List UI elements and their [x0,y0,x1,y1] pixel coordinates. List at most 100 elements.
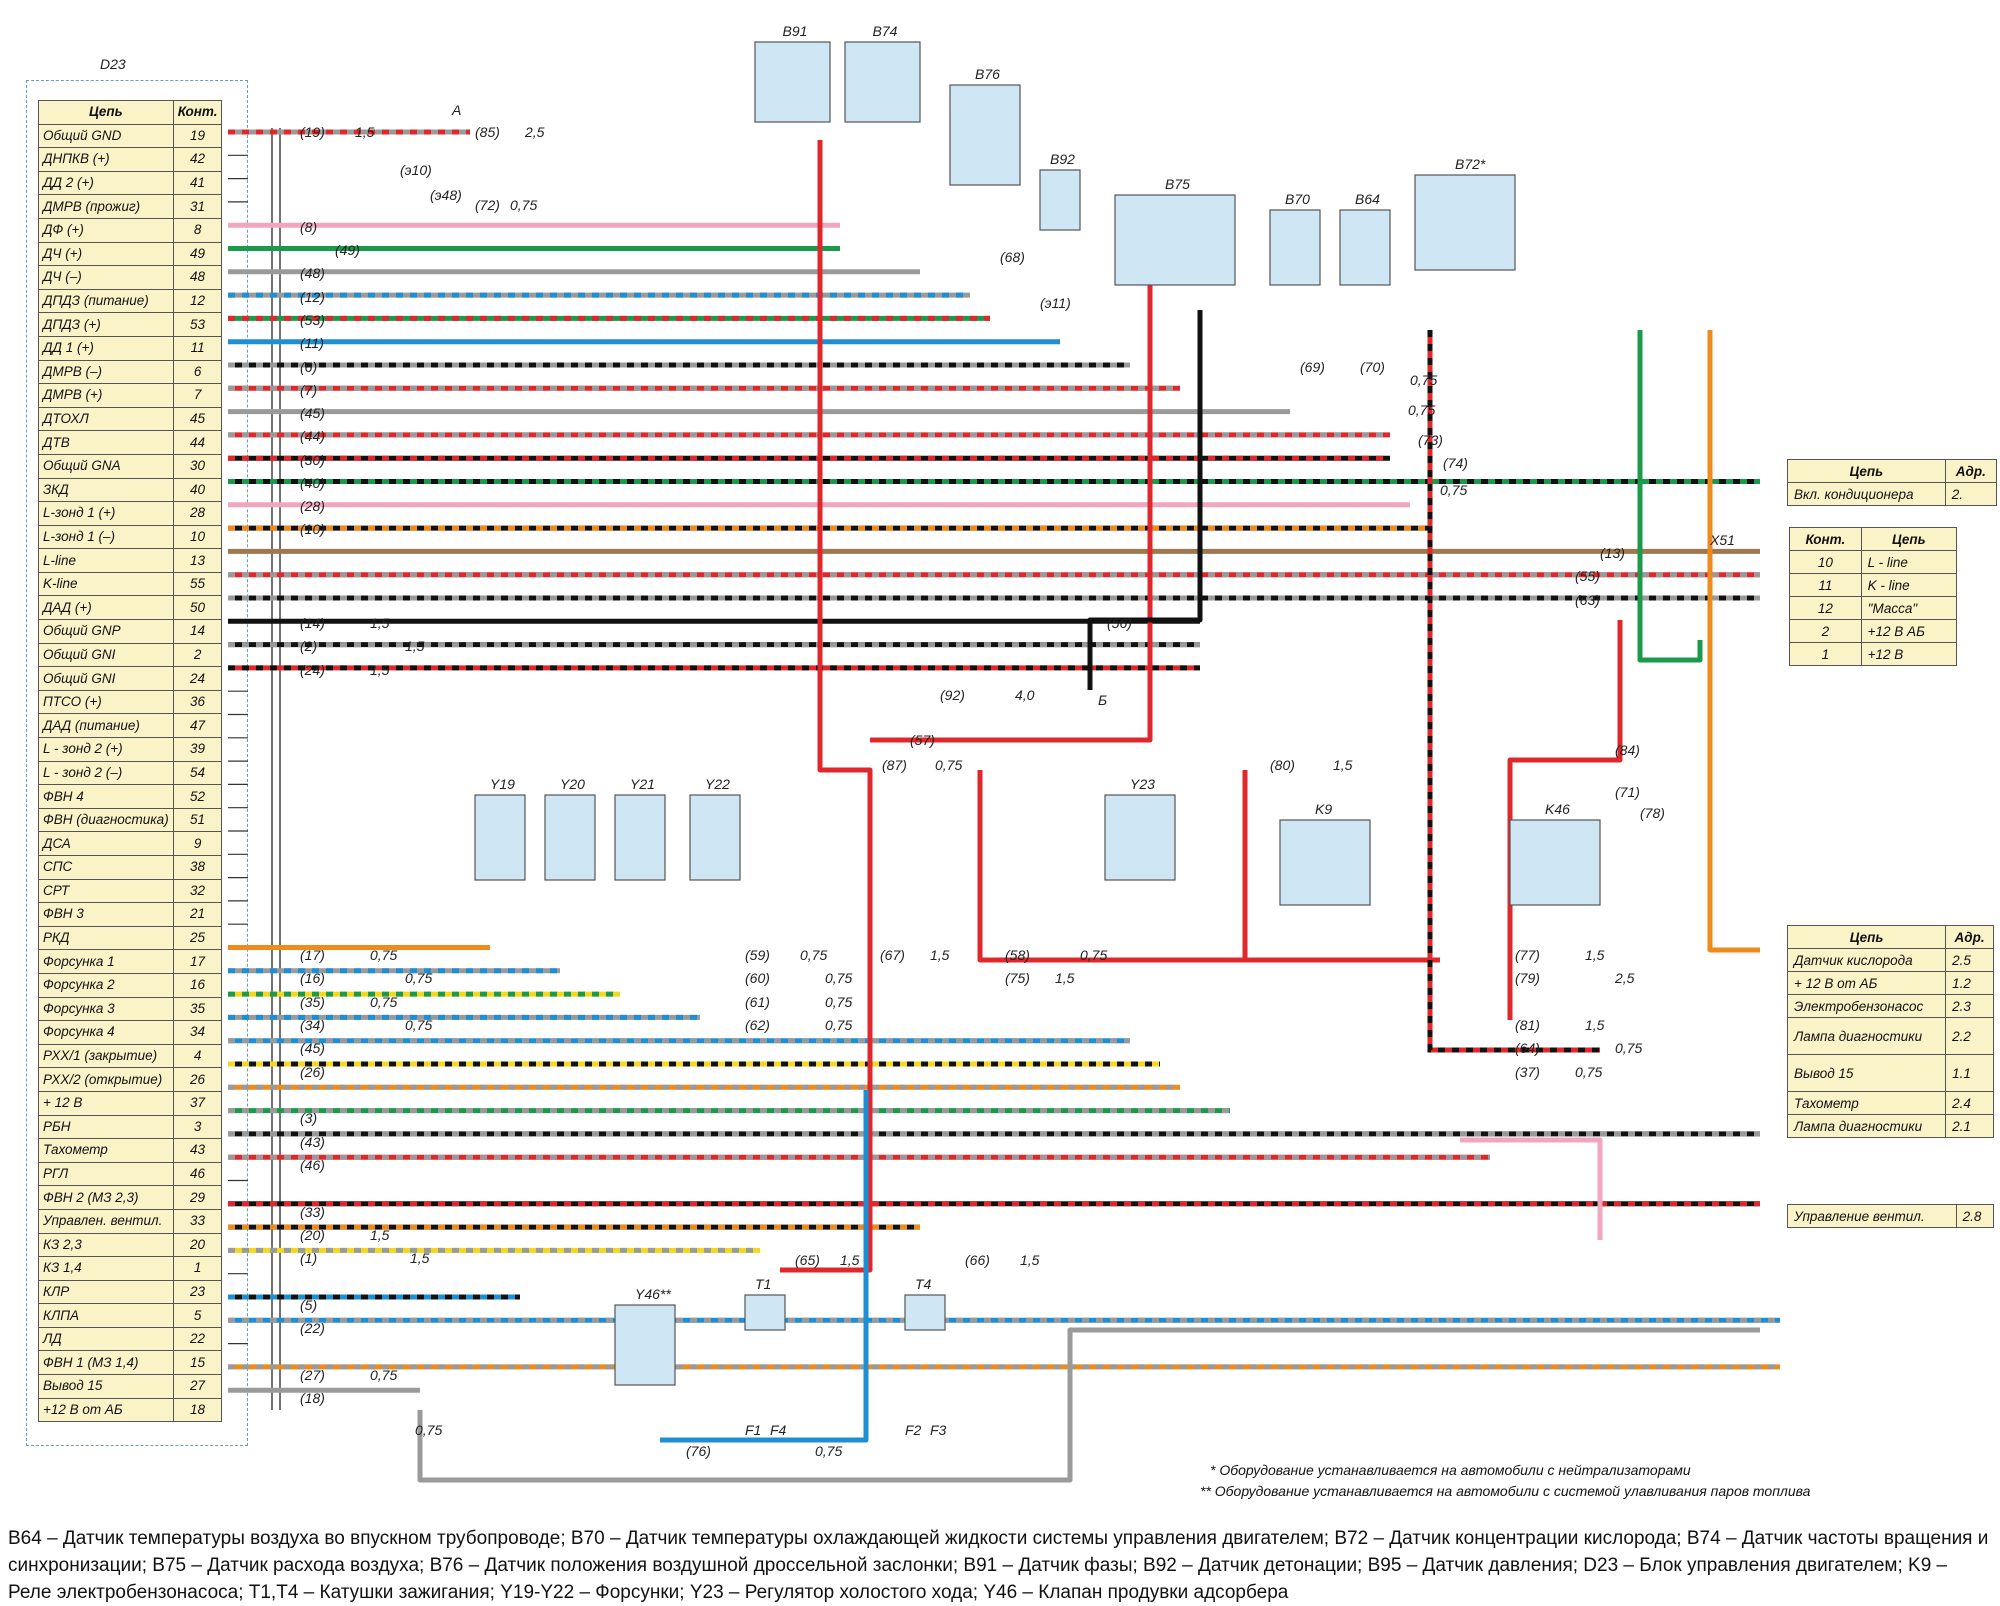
component-b91 [754,41,831,123]
d23-row-pin: 16 [172,972,223,998]
wire-label: (17) [300,947,325,963]
wire-pink-k46 [1460,1137,1603,1240]
d23-row-pin: 41 [172,170,223,196]
wire-label: 0,75 [1440,482,1467,498]
outputs-row-name: Лампа диагностики [1786,1114,1947,1138]
wire-label: (76) [686,1443,711,1459]
outputs-row-addr: 1.1 [1945,1054,1994,1092]
d23-row-circuit: ФВН 2 (МЗ 2,3) [38,1185,174,1210]
wire-label: 1,5 [405,638,425,654]
wire-label: (5) [300,1297,317,1313]
table-fan: Управление вентил.2.8 [1787,1204,1995,1228]
wire-label: (46) [300,1157,325,1173]
d23-row-pin: 25 [172,925,223,951]
wire-label: 2,5 [524,124,545,140]
d23-row: ДФ (+)8 [38,217,223,243]
component-y23 [1104,794,1176,881]
d23-row-pin: 7 [172,383,223,408]
d23-row: L-зонд 1 (–)10 [38,524,223,550]
wire-label: (10) [300,521,325,537]
d23-row: ФВН 2 (МЗ 2,3)29 [38,1185,223,1210]
wire-label: (40) [300,475,325,491]
wire-label: (61) [745,994,770,1010]
wire-label: (3) [300,1110,317,1126]
d23-row-circuit: Общий GNP [38,619,174,644]
wire-label: (37) [1515,1064,1540,1080]
wire-label: (79) [1515,970,1540,986]
wire-73 [1427,330,1600,1053]
d23-outline [26,80,248,1446]
d23-row-pin: 4 [172,1043,223,1069]
wire-label: (62) [745,1017,770,1033]
d23-row-circuit: Вывод 15 [38,1374,174,1399]
wire-label: (55) [1575,568,1600,584]
wire-label: 1,5 [1333,757,1353,773]
x51-row-circuit: +12 В АБ [1860,619,1958,643]
wire-71 [1637,330,1703,663]
d23-row-circuit: Форсунка 4 [38,1020,174,1045]
component-label-y21: Y21 [630,776,655,792]
wire-label: (70) [1360,359,1385,375]
wire-label: (14) [300,615,325,631]
wire-label: (65) [795,1252,820,1268]
wire-label: (22) [300,1320,325,1336]
wire-73 [1427,330,1600,1053]
wire-label: 1,5 [930,947,950,963]
d23-row-pin: 53 [172,312,223,337]
d23-row: ПТСО (+)36 [38,689,223,715]
component-b64 [1339,209,1391,286]
component-b70 [1269,209,1321,286]
d23-row: ДНПКВ (+)42 [38,147,223,172]
d23-row-circuit: РГЛ [38,1161,174,1187]
wire-label: 0,75 [800,947,827,963]
wire-label: (78) [1640,805,1665,821]
component-t4 [904,1294,946,1331]
wire-label: (27) [300,1367,325,1383]
wire-label: 1,5 [1585,1017,1605,1033]
wire-label: (56) [1107,615,1132,631]
wire-label: (63) [1575,592,1600,608]
wire-label: (72) [475,197,500,213]
d23-row-pin: 46 [172,1161,223,1187]
wire-label: 0,75 [370,1367,397,1383]
ac-h1: Цепь [1787,459,1946,483]
d23-row: ФВН 1 (МЗ 1,4)15 [38,1350,223,1376]
label-node_b: Б [1098,692,1107,708]
d23-row-circuit: КЛПА [38,1303,174,1328]
component-label-y20: Y20 [560,776,585,792]
component-label-b70: B70 [1285,191,1310,207]
d23-row-circuit: ДМРВ (+) [38,383,174,408]
d23-row-pin: 19 [172,123,223,149]
wire-label: 0,75 [370,947,397,963]
wire-label: (92) [940,687,965,703]
d23-row-pin: 32 [172,878,223,904]
d23-row-circuit: Общий GND [38,123,174,149]
wire-label: (13) [1600,545,1625,561]
ac-h2: Адр. [1944,459,1998,483]
d23-row: РХХ/2 (открытие)26 [38,1067,223,1092]
d23-row-circuit: ПТСО (+) [38,689,174,715]
wire-label: (44) [300,428,325,444]
wire-label: (18) [300,1390,325,1406]
d23-row: ДПДЗ (+)53 [38,312,223,337]
wire-label: (43) [300,1134,325,1150]
wire-label: (12) [300,289,325,305]
d23-row-pin: 34 [172,1020,223,1045]
label-node_a: A [451,102,461,118]
d23-row-circuit: ДМРВ (–) [38,359,174,385]
wire-label: 0,75 [1080,947,1107,963]
d23-row-circuit: СПС [38,855,174,880]
outputs-row-name: Тахометр [1786,1091,1947,1115]
component-label-t1: T1 [755,1276,771,1292]
x51-row-pin: 2 [1789,619,1862,643]
wire-label: (35) [300,994,325,1010]
d23-row-circuit: РБН [38,1114,174,1140]
